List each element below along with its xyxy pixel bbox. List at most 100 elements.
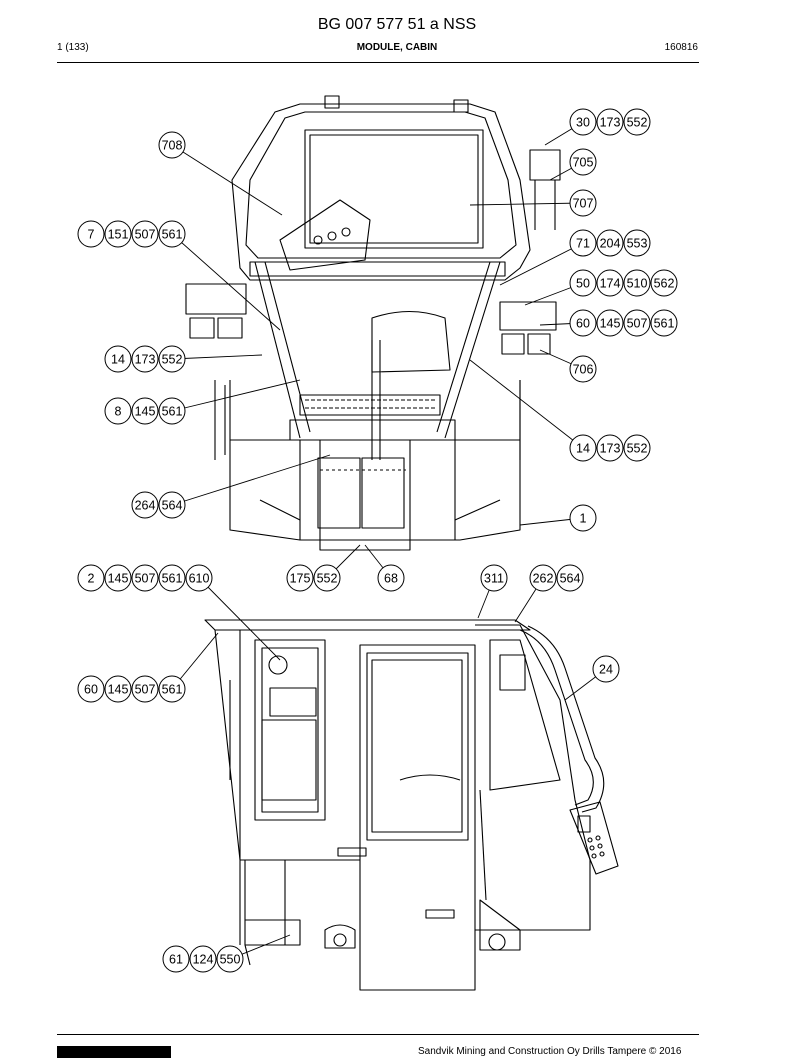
callout-number: 60: [84, 683, 98, 697]
callout-bubble: [480, 564, 508, 592]
callout-number: 708: [162, 139, 183, 153]
callout-group: 14 173 552: [104, 345, 186, 373]
leader-line: [171, 379, 301, 412]
callout-number: 564: [560, 572, 581, 586]
callout-bubble: [623, 108, 651, 136]
callout-number: 145: [108, 572, 129, 586]
header-rule: [57, 62, 699, 63]
callout-number: 561: [654, 317, 675, 331]
callout-bubble: [569, 309, 597, 337]
callout-bubble: [313, 564, 341, 592]
callout-number: 24: [599, 663, 613, 677]
callout-group: 311: [480, 564, 508, 592]
callout-number: 507: [627, 317, 648, 331]
callout-number: 264: [135, 499, 156, 513]
callout-number: 552: [627, 442, 648, 456]
callout-bubble: [131, 345, 159, 373]
callout-bubble: [104, 345, 132, 373]
callout-bubble: [569, 269, 597, 297]
callout-bubble: [377, 564, 405, 592]
document-title: BG 007 577 51 a NSS: [317, 16, 477, 33]
callout-number: 507: [135, 572, 156, 586]
callout-group: 60 145 507 561: [569, 309, 678, 337]
callout-number: 145: [600, 317, 621, 331]
callout-number: 61: [169, 953, 183, 967]
callout-number: 173: [600, 442, 621, 456]
callout-bubble: [569, 229, 597, 257]
section-title: MODULE, CABIN: [356, 42, 438, 53]
callout-bubble: [596, 309, 624, 337]
leader-line: [171, 144, 283, 216]
callout-number: 30: [576, 116, 590, 130]
callout-number: 550: [220, 953, 241, 967]
callout-bubble: [77, 220, 105, 248]
callout-number: 564: [162, 499, 183, 513]
callout-number: 7: [88, 228, 95, 242]
callout-number: 14: [111, 353, 125, 367]
top-view-cabin-linework: [185, 95, 561, 551]
callout-bubble: [623, 229, 651, 257]
callout-number: 173: [600, 116, 621, 130]
callout-number: 561: [162, 405, 183, 419]
callout-number: 1: [580, 512, 587, 526]
callout-group: 14 173 552: [569, 434, 651, 462]
callout-bubble: [650, 309, 678, 337]
callout-group: 705: [569, 148, 597, 176]
callout-bubble: [623, 434, 651, 462]
callout-bubble: [158, 345, 186, 373]
callout-bubble: [104, 397, 132, 425]
callout-number: 561: [162, 228, 183, 242]
callout-number: 204: [600, 237, 621, 251]
footer-copyright: Sandvik Mining and Construction Oy Drill…: [418, 1046, 682, 1057]
callout-bubble: [158, 397, 186, 425]
page-number: 1 (133): [57, 42, 89, 53]
callout-bubble: [104, 220, 132, 248]
callout-number: 561: [162, 572, 183, 586]
callout-number: 552: [627, 116, 648, 130]
callout-bubble: [189, 945, 217, 973]
callout-number: 610: [189, 572, 210, 586]
callout-bubble: [131, 220, 159, 248]
callout-bubble: [162, 945, 190, 973]
callout-group: 706: [569, 355, 597, 383]
callout-number: 71: [576, 237, 590, 251]
callout-bubble: [596, 434, 624, 462]
callout-number: 60: [576, 317, 590, 331]
callout-bubble: [158, 491, 186, 519]
callout-bubble: [131, 491, 159, 519]
callout-number: 561: [162, 683, 183, 697]
callout-number: 50: [576, 277, 590, 291]
callout-number: 173: [135, 353, 156, 367]
callout-number: 311: [484, 572, 504, 586]
sandvik-logo: [57, 1046, 171, 1058]
callout-bubble: [529, 564, 557, 592]
callout-number: 552: [162, 353, 183, 367]
callout-number: 124: [193, 953, 214, 967]
callout-bubble: [158, 220, 186, 248]
footer-rule: [57, 1034, 699, 1035]
callout-number: 507: [135, 228, 156, 242]
callout-group: 708: [158, 131, 186, 159]
document-date: 160816: [664, 42, 698, 53]
callout-bubble: [216, 945, 244, 973]
leader-line: [171, 233, 281, 331]
callout-bubble: [131, 564, 159, 592]
callout-number: 706: [573, 363, 594, 377]
callout-bubble: [77, 564, 105, 592]
callout-number: 145: [135, 405, 156, 419]
callout-bubble: [131, 675, 159, 703]
leader-line: [469, 202, 584, 206]
callout-number: 14: [576, 442, 590, 456]
callout-bubble: [623, 269, 651, 297]
callout-bubble: [569, 355, 597, 383]
callout-number: 510: [627, 277, 648, 291]
leader-line: [198, 577, 281, 661]
callout-group: 30 173 552: [569, 108, 651, 136]
callout-bubble: [650, 269, 678, 297]
